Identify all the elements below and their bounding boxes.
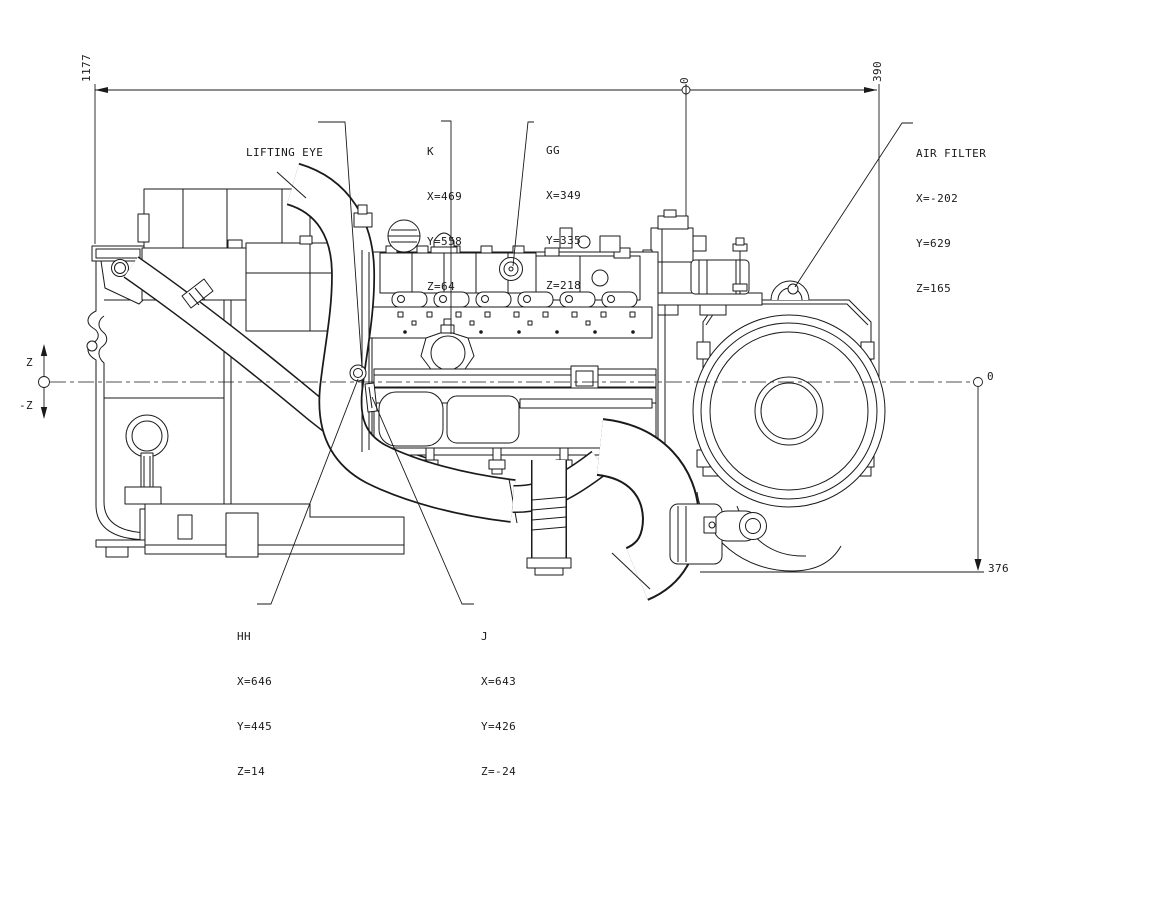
fan-housing [692,280,886,508]
z-positive-label: Z [26,356,34,369]
lifting-eye-hole [349,364,367,382]
crank-hub [754,376,824,446]
dimension-lines [38,84,984,573]
dim-top-datum: 0 [678,76,691,84]
fuel-pump-cluster [642,209,763,316]
dim-rear-length: 390 [871,60,884,82]
rocker-bosses [391,291,638,308]
gg-port [499,257,523,281]
callout-lifting-eye: LIFTING EYE [246,146,324,159]
callout-hh: HH X=646 Y=445 Z=14 [237,630,273,778]
oil-filler-cap [433,232,455,248]
starter-motor [669,503,767,565]
z-negative-label: -Z [19,399,34,412]
callout-gg: GG X=349 Y=335 Z=218 [546,144,582,292]
oil-pan [144,503,405,558]
dim-bottom-depth: 376 [988,562,1010,575]
front-plate [349,204,378,452]
callout-k: K X=469 Y=558 Z=64 [427,145,463,293]
dim-overall-length: 1177 [80,53,93,82]
k-bolt [440,324,455,334]
leader-lines [257,120,913,605]
dim-right-datum: 0 [987,370,995,383]
callout-j: J X=643 Y=426 Z=-24 [481,630,517,778]
callout-air-filter: AIR FILTER X=-202 Y=629 Z=165 [916,147,987,295]
